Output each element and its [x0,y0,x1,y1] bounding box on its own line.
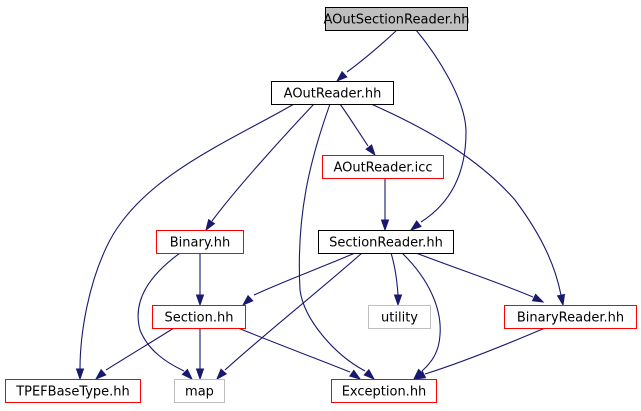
node-label: map [185,385,214,400]
node-label: TPEFBaseType.hh [15,385,130,400]
node-aoutreader[interactable]: AOutReader.hh [271,81,394,105]
arrowhead [241,294,254,307]
arrowhead [556,293,566,307]
node-tpefbasetype[interactable]: TPEFBaseType.hh [5,379,141,403]
node-map[interactable]: map [174,379,225,403]
edge-line [401,252,441,372]
node-label: AOutReader.hh [284,87,382,102]
arrowhead [195,294,205,307]
node-box [152,305,246,329]
arrowhead [365,144,376,157]
edge-binary-to-section [195,253,205,307]
node-box [5,379,141,403]
edge-section-to-tpefbasetype [94,327,175,381]
node-binaryreader[interactable]: BinaryReader.hh [504,305,637,329]
node-label: AOutSectionReader.hh [324,13,470,28]
node-label: Binary.hh [170,236,231,251]
edge-aoutreader-to-aoutreadericc [339,103,376,157]
edge-line [137,252,185,372]
edge-line [224,252,363,371]
edge-line [253,252,356,296]
edge-aoutreadericc-to-sectionreader [380,178,390,232]
node-box [271,81,394,105]
node-aoutreadericc[interactable]: AOutReader.icc [322,155,444,179]
node-label: Section.hh [165,311,234,326]
nodes-layer: AOutSectionReader.hhAOutReader.hhAOutRea… [5,7,637,403]
edge-line [339,103,369,147]
node-label: AOutReader.icc [333,161,432,176]
arrowhead [75,368,85,381]
arrowhead [393,294,403,307]
edge-binary-to-map [137,252,194,381]
edge-sectionreader-to-utility [390,252,403,307]
arrowhead [380,219,390,232]
edge-line [237,327,351,373]
edge-binaryreader-to-exception [413,327,546,380]
node-box [331,379,437,403]
edge-aoutsectionreader-to-sectionreader [409,29,467,231]
node-box [368,305,431,329]
edge-aoutreader-to-binary [205,103,315,232]
node-box [322,155,444,179]
edge-line [211,103,315,222]
edge-line [79,103,295,370]
edge-line [390,252,399,296]
node-label: utility [381,311,418,326]
node-label: SectionReader.hh [329,236,443,251]
node-exception[interactable]: Exception.hh [331,379,437,403]
node-label: BinaryReader.hh [517,311,624,326]
node-sectionreader[interactable]: SectionReader.hh [318,230,454,254]
edge-section-to-map [195,328,205,381]
node-box [325,7,468,31]
arrowhead [413,370,427,380]
edge-line [415,252,534,298]
node-box [156,230,244,254]
edge-section-to-exception [237,327,362,380]
arrowhead [335,70,348,83]
arrowhead [363,368,376,381]
arrowhead [205,218,216,232]
edge-aoutsectionreader-to-aoutreader [335,29,398,83]
arrowhead [195,368,205,381]
edge-line [370,103,562,296]
edge-line [105,327,175,371]
node-box [318,230,454,254]
arrowhead [181,368,194,381]
edge-line [424,327,546,375]
edge-sectionreader-to-section [241,252,356,307]
edge-sectionreader-to-map [215,252,363,381]
arrowhead [215,368,228,381]
edge-aoutreader-to-binaryreader [370,103,566,307]
edge-sectionreader-to-binaryreader [415,252,545,303]
arrowhead [531,293,545,303]
node-box [504,305,637,329]
node-binary[interactable]: Binary.hh [156,230,244,254]
arrowhead [348,369,362,380]
node-box [174,379,225,403]
edge-line [346,29,398,73]
arrowhead [94,368,107,381]
edges-layer [75,29,566,381]
node-aoutsectionreader: AOutSectionReader.hh [324,7,470,31]
node-label: Exception.hh [342,385,427,400]
edge-aoutreader-to-tpefbasetype [75,103,295,381]
edge-line [298,103,366,372]
node-utility[interactable]: utility [368,305,431,329]
node-section[interactable]: Section.hh [152,305,246,329]
edge-aoutreader-to-exception [298,103,376,381]
arrowhead [409,220,422,231]
edge-line [415,29,467,223]
